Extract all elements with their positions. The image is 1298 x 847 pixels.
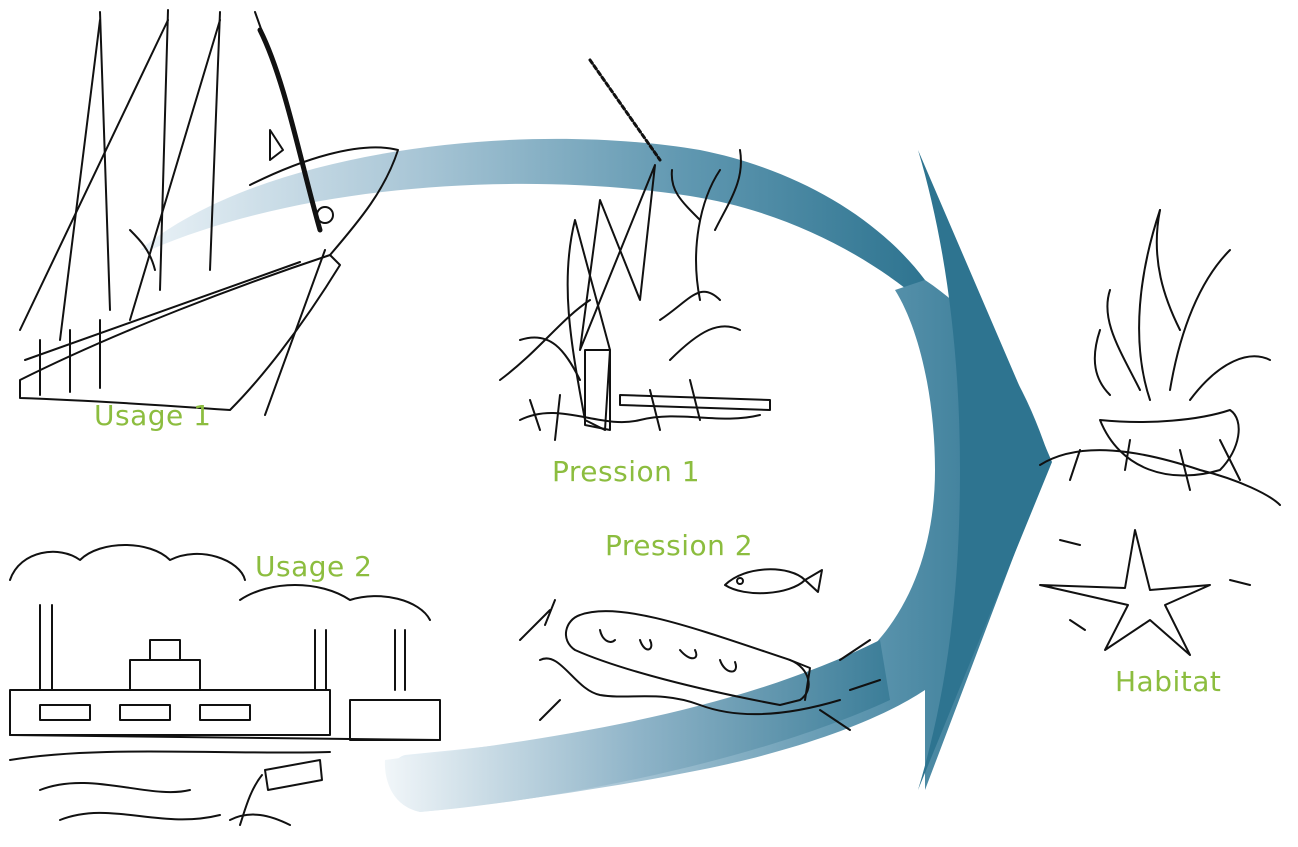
pression-2-label: Pression 2 bbox=[605, 529, 754, 562]
anchor-on-seagrass-icon bbox=[499, 58, 771, 441]
factory-pollution-icon bbox=[9, 544, 441, 826]
seagrass-habitat-starfish-icon bbox=[1039, 209, 1281, 656]
sailboat-icon bbox=[19, 9, 399, 416]
usage-1-label: Usage 1 bbox=[94, 399, 212, 432]
pression-1-label: Pression 1 bbox=[552, 455, 701, 488]
plastic-bottle-waste-icon bbox=[519, 568, 881, 731]
habitat-label: Habitat bbox=[1115, 665, 1222, 698]
usage-2-label: Usage 2 bbox=[255, 550, 373, 583]
flow-arrow bbox=[140, 138, 1052, 812]
